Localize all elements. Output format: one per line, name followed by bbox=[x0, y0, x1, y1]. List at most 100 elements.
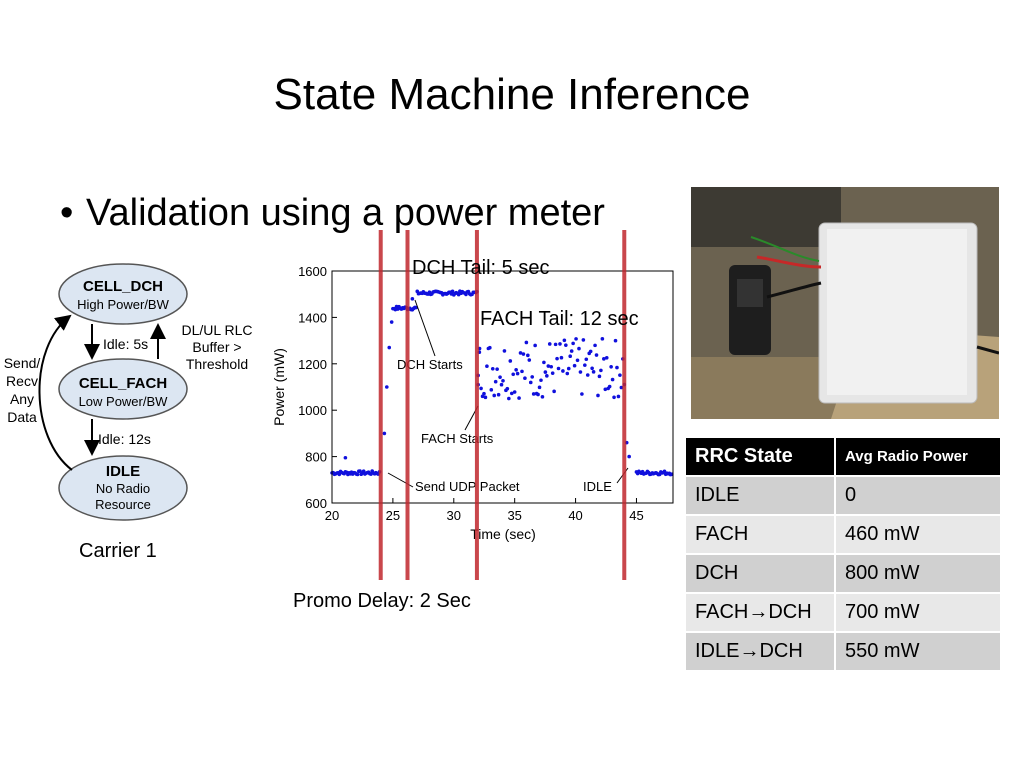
table-cell-power: 0 bbox=[836, 477, 1000, 514]
send-recv-line3: Any bbox=[10, 391, 34, 407]
annotation-fach-starts: FACH Starts bbox=[421, 431, 494, 446]
data-point bbox=[515, 371, 520, 376]
data-point bbox=[627, 454, 631, 459]
data-point bbox=[508, 359, 513, 363]
fach-tail-label: FACH Tail: 12 sec bbox=[480, 308, 639, 330]
data-point bbox=[613, 338, 618, 343]
data-point bbox=[596, 393, 600, 398]
y-tick-label: 800 bbox=[305, 450, 327, 465]
x-tick-label: 40 bbox=[568, 508, 582, 523]
data-point bbox=[574, 337, 578, 341]
data-point bbox=[607, 384, 612, 389]
y-tick-label: 600 bbox=[305, 496, 327, 511]
idle-5s-label: Idle: 5s bbox=[103, 336, 148, 352]
data-point bbox=[618, 373, 622, 377]
bullet-text: Validation using a power meter bbox=[86, 192, 605, 234]
table-row: DCH 800 mW bbox=[686, 555, 1000, 592]
data-point bbox=[498, 375, 502, 379]
idle-line2: Resource bbox=[95, 497, 151, 512]
y-tick-label: 1600 bbox=[298, 264, 327, 279]
data-point bbox=[542, 360, 546, 365]
cell-dch-name: CELL_DCH bbox=[83, 278, 163, 295]
data-point bbox=[599, 368, 603, 373]
table-cell-state: FACH bbox=[686, 516, 834, 553]
data-point bbox=[526, 353, 530, 358]
x-tick-label: 35 bbox=[507, 508, 521, 523]
data-point bbox=[505, 386, 510, 391]
data-point bbox=[593, 343, 597, 348]
dl-ul-line3: Threshold bbox=[186, 356, 248, 372]
data-point bbox=[509, 391, 514, 396]
data-point bbox=[389, 320, 394, 324]
bullet-dot-icon: • bbox=[60, 192, 74, 234]
idle-to-dch-arrow bbox=[38, 314, 73, 471]
table-cell-power: 550 mW bbox=[836, 633, 1000, 670]
data-point bbox=[480, 394, 485, 399]
data-point bbox=[492, 393, 497, 398]
data-point bbox=[361, 469, 366, 473]
y-tick-label: 1400 bbox=[298, 310, 327, 325]
data-point bbox=[585, 373, 590, 377]
data-point bbox=[539, 378, 543, 383]
data-point bbox=[343, 455, 348, 460]
table-cell-state: DCH bbox=[686, 555, 834, 592]
data-point bbox=[583, 363, 587, 367]
data-point bbox=[488, 345, 492, 350]
dch-starts-pointer bbox=[414, 299, 436, 357]
data-point bbox=[511, 372, 516, 377]
x-tick-label: 45 bbox=[629, 508, 643, 523]
data-point bbox=[337, 472, 342, 477]
data-point bbox=[521, 352, 526, 356]
table-cell-power: 800 mW bbox=[836, 555, 1000, 592]
data-point bbox=[546, 364, 551, 368]
data-point bbox=[568, 354, 573, 359]
data-point bbox=[528, 380, 533, 385]
idle-12s-label: Idle: 12s bbox=[98, 431, 151, 447]
data-point bbox=[569, 349, 574, 353]
dl-ul-line2: Buffer > bbox=[192, 339, 241, 355]
y-tick-label: 1200 bbox=[298, 357, 327, 372]
cell-fach-node bbox=[58, 358, 188, 420]
data-point bbox=[572, 363, 577, 368]
data-point bbox=[385, 385, 389, 389]
y-tick-label: 1000 bbox=[298, 403, 327, 418]
data-point bbox=[566, 366, 571, 371]
data-point bbox=[410, 297, 415, 301]
idle-line1: No Radio bbox=[96, 481, 150, 496]
data-point bbox=[490, 367, 495, 371]
state-diagram: CELL_DCH High Power/BW CELL_FACH Low Pow… bbox=[4, 263, 253, 521]
bullet-item: • Validation using a power meter bbox=[60, 192, 605, 235]
data-point bbox=[527, 358, 532, 362]
data-point bbox=[610, 377, 615, 382]
data-point bbox=[584, 357, 589, 362]
data-point bbox=[588, 349, 593, 354]
data-point bbox=[355, 472, 360, 477]
data-point bbox=[545, 374, 549, 378]
dch-tail-label: DCH Tail: 5 sec bbox=[412, 257, 550, 279]
data-point bbox=[493, 379, 498, 384]
data-point bbox=[616, 394, 621, 399]
idle-node bbox=[58, 455, 188, 521]
table-row: FACH 460 mW bbox=[686, 516, 1000, 553]
data-point bbox=[517, 396, 521, 400]
data-point bbox=[507, 396, 511, 401]
annotation-idle: IDLE bbox=[583, 479, 612, 494]
table-cell-power: 460 mW bbox=[836, 516, 1000, 553]
data-point bbox=[580, 392, 584, 396]
data-point bbox=[612, 395, 616, 400]
rrc-power-table: RRC State Avg Radio Power IDLE 0 FACH 46… bbox=[684, 436, 1002, 672]
data-point bbox=[382, 431, 387, 436]
data-point bbox=[523, 376, 527, 381]
data-point bbox=[609, 364, 613, 369]
data-point bbox=[558, 342, 562, 346]
data-point bbox=[604, 355, 609, 360]
table-header-rrc-state: RRC State bbox=[686, 438, 834, 475]
carrier-label: Carrier 1 bbox=[79, 540, 157, 562]
data-point bbox=[590, 366, 594, 371]
data-point bbox=[600, 337, 605, 341]
data-point bbox=[577, 346, 581, 351]
annotation-send-udp: Send UDP Packet bbox=[415, 479, 520, 494]
cell-dch-node bbox=[58, 263, 188, 325]
annotation-dch-starts: DCH Starts bbox=[397, 357, 463, 372]
